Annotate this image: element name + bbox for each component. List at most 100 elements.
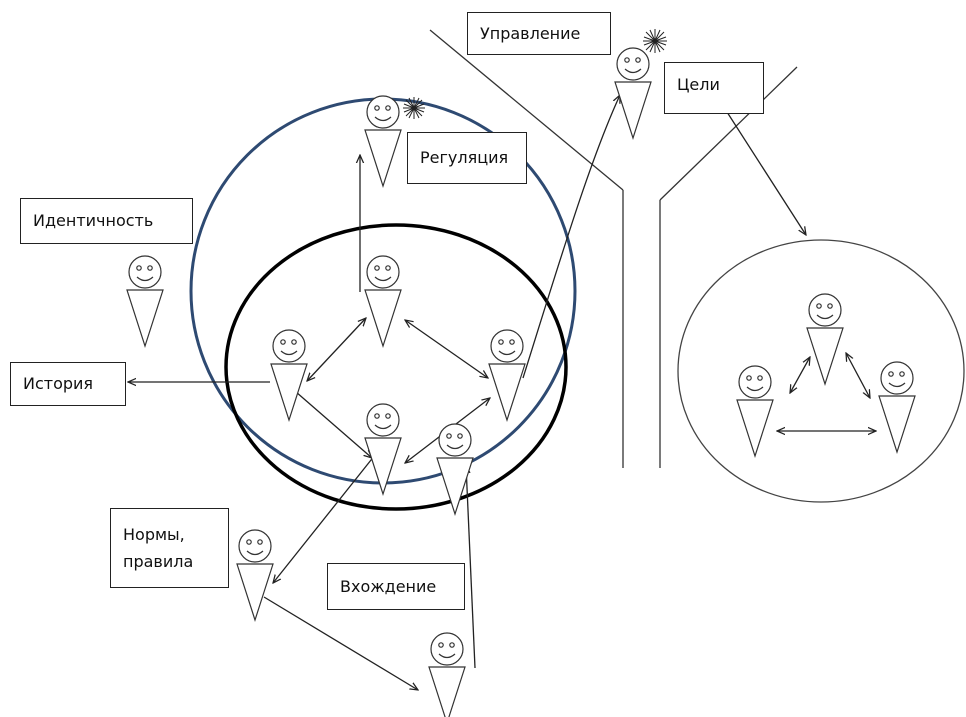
person-target-left (736, 365, 774, 458)
person-body (736, 399, 774, 458)
person-manager (614, 47, 652, 140)
smiley-face-icon (490, 329, 524, 363)
mouth-icon (374, 276, 392, 282)
person-body (364, 437, 402, 496)
eye-icon (449, 642, 455, 648)
person-core-bottom (364, 403, 402, 496)
eye-icon (374, 265, 380, 271)
eye-icon (624, 57, 630, 63)
person-body (270, 363, 308, 422)
mouth-icon (136, 276, 154, 282)
mouth-icon (816, 314, 834, 320)
eye-icon (757, 375, 763, 381)
eye-icon (635, 57, 641, 63)
person-body (126, 289, 164, 348)
mouth-icon (374, 424, 392, 430)
mouth-icon (374, 116, 392, 122)
label-goals: Цели (664, 62, 764, 114)
person-target-top (806, 293, 844, 386)
label-management-text: Управление (480, 23, 581, 43)
arrow-target-left-top (790, 357, 810, 393)
eye-icon (446, 433, 452, 439)
label-management: Управление (467, 12, 611, 55)
eye-icon (257, 539, 263, 545)
smiley-face-icon (808, 293, 842, 327)
label-history-text: История (23, 374, 94, 394)
smiley-face-icon (238, 529, 272, 563)
smiley-face-icon (128, 255, 162, 289)
eye-icon (147, 265, 153, 271)
star-burst-icon (643, 29, 667, 53)
label-goals-text: Цели (677, 75, 720, 94)
arrow-center-right (405, 320, 488, 378)
person-body (436, 457, 474, 516)
arrow-newcomer-to-group (466, 465, 476, 669)
person-outsider (126, 255, 164, 348)
eye-icon (888, 371, 894, 377)
eye-icon (899, 371, 905, 377)
mouth-icon (888, 382, 906, 388)
label-regulation: Регуляция (407, 132, 527, 184)
eye-icon (374, 105, 380, 111)
smiley-face-icon (438, 423, 472, 457)
person-newcomer (428, 632, 466, 717)
smiley-face-icon (366, 403, 400, 437)
mouth-icon (446, 444, 464, 450)
person-body (614, 81, 652, 140)
mouth-icon (438, 653, 456, 659)
eye-icon (509, 339, 515, 345)
mouth-icon (280, 350, 298, 356)
eye-icon (816, 303, 822, 309)
person-norms (236, 529, 274, 622)
eye-icon (457, 433, 463, 439)
person-body (806, 327, 844, 386)
eye-icon (374, 413, 380, 419)
person-body (364, 289, 402, 348)
mouth-icon (246, 550, 264, 556)
eye-icon (746, 375, 752, 381)
eye-icon (827, 303, 833, 309)
label-identity: Идентичность (20, 198, 193, 244)
smiley-face-icon (366, 95, 400, 129)
arrow-target-right-top (846, 353, 870, 398)
label-entry-text: Вхождение (340, 576, 437, 596)
eye-icon (385, 413, 391, 419)
eye-icon (291, 339, 297, 345)
star-burst-icon (403, 97, 425, 119)
inner-core-circle (224, 223, 568, 511)
label-history: История (10, 362, 126, 406)
mouth-icon (498, 350, 516, 356)
boundary-line-left (429, 29, 624, 191)
label-norms-line2: правила (123, 552, 194, 571)
person-body (236, 563, 274, 622)
eye-icon (498, 339, 504, 345)
person-target-right (878, 361, 916, 454)
label-regulation-text: Регуляция (420, 148, 509, 168)
mouth-icon (624, 68, 642, 74)
person-body (364, 129, 402, 188)
person-body (488, 363, 526, 422)
person-body (428, 666, 466, 717)
smiley-face-icon (366, 255, 400, 289)
person-core-left (270, 329, 308, 422)
eye-icon (385, 265, 391, 271)
smiley-face-icon (430, 632, 464, 666)
eye-icon (136, 265, 142, 271)
label-norms-rules: Нормы, правила (110, 508, 229, 588)
target-group-ellipse (677, 239, 965, 503)
arrow-center-left (307, 318, 366, 381)
label-norms-line1: Нормы, (123, 524, 185, 544)
label-identity-text: Идентичность (33, 211, 154, 231)
eye-icon (385, 105, 391, 111)
person-core-right (488, 329, 526, 422)
arrow-norms-to-newcomer (263, 596, 418, 690)
smiley-face-icon (880, 361, 914, 395)
arrow-bottom-to-norms (273, 454, 376, 583)
boundary-line-right (659, 66, 798, 201)
person-core-top (364, 255, 402, 348)
eye-icon (438, 642, 444, 648)
person-core-edge (436, 423, 474, 516)
arrow-left-bottom (288, 385, 372, 458)
arrow-goals-to-target-group (726, 111, 806, 235)
